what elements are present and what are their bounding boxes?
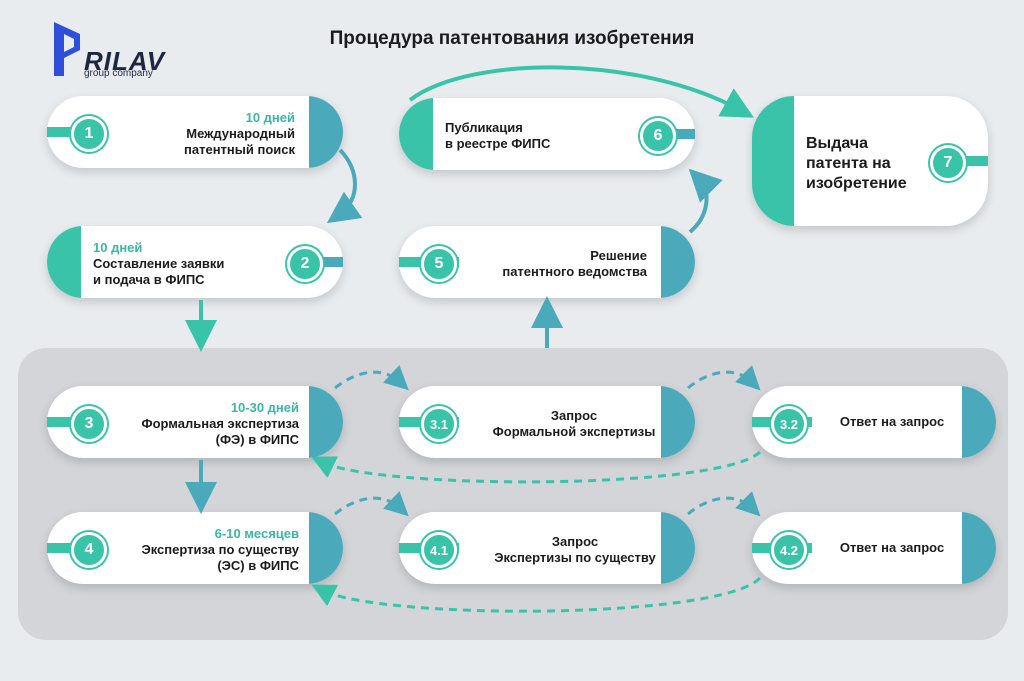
step-4-2-line1: Ответ на запрос: [839, 540, 945, 555]
step-1-card: 10 дней Международный патентный поиск: [47, 96, 343, 168]
step-3-1-accent: [661, 386, 695, 458]
step-4-2-accent: [962, 512, 996, 584]
step-1-line2: патентный поиск: [184, 142, 295, 157]
step-3-badge: 3: [71, 406, 107, 442]
step-2-badge: 2: [287, 246, 323, 282]
step-3-2-accent: [962, 386, 996, 458]
step-7-line1: Выдача: [806, 135, 869, 152]
step-1-accent: [309, 96, 343, 168]
step-6-text: Публикация в реестре ФИПС: [445, 120, 550, 152]
step-3-line1: Формальная экспертиза: [141, 416, 300, 431]
step-1-badge: 1: [71, 116, 107, 152]
step-5-line1: Решение: [590, 248, 647, 263]
step-5-badge: 5: [421, 246, 457, 282]
step-4-2-text: Ответ на запрос: [832, 540, 952, 556]
step-2-accent: [47, 226, 81, 298]
step-4-accent: [309, 512, 343, 584]
step-4-1-line2: Экспертизы по существу: [494, 550, 656, 565]
step-4-1-line1: Запрос: [551, 534, 599, 549]
step-2-line1: Составление заявки: [93, 256, 225, 271]
step-2-line2: и подача в ФИПС: [93, 272, 205, 287]
step-3-text: 10-30 дней Формальная экспертиза (ФЭ) в …: [142, 400, 300, 448]
step-6-accent: [399, 98, 433, 170]
step-3-2-card: Ответ на запрос: [752, 386, 996, 458]
step-7-accent: [752, 96, 794, 226]
page-title: Процедура патентования изобретения: [329, 28, 695, 49]
logo-subtitle: group company: [84, 68, 153, 79]
logo-name: RILAV: [84, 46, 166, 76]
step-1-text: 10 дней Международный патентный поиск: [184, 110, 295, 158]
step-7-badge: 7: [930, 145, 966, 181]
step-4-badge: 4: [71, 532, 107, 568]
step-3-accent: [309, 386, 343, 458]
step-7-text: Выдача патента на изобретение: [806, 134, 907, 194]
step-2-text: 10 дней Составление заявки и подача в ФИ…: [93, 240, 224, 288]
step-1-line1: Международный: [186, 126, 295, 141]
step-3-1-line1: Запрос: [550, 408, 598, 423]
company-logo: [50, 20, 180, 80]
step-4-1-text: Запрос Экспертизы по существу: [485, 534, 665, 566]
step-1-duration: 10 дней: [245, 110, 295, 125]
step-4-2-badge: 4.2: [771, 532, 807, 568]
step-6-line2: в реестре ФИПС: [445, 136, 551, 151]
step-4-line1: Экспертиза по существу: [141, 542, 299, 557]
step-7-line2: патента на: [806, 155, 891, 172]
step-3-1-line2: Формальной экспертизы: [492, 424, 656, 439]
step-5-line2: патентного ведомства: [502, 264, 647, 279]
step-4-duration: 6-10 месяцев: [214, 526, 299, 541]
step-6-line1: Публикация: [445, 120, 523, 135]
step-6-badge: 6: [640, 118, 676, 154]
step-4-1-accent: [661, 512, 695, 584]
step-7-card: Выдача патента на изобретение: [752, 96, 988, 226]
step-3-duration: 10-30 дней: [230, 400, 299, 415]
step-3-2-text: Ответ на запрос: [832, 414, 952, 430]
step-3-line2: (ФЭ) в ФИПС: [215, 432, 299, 447]
step-5-text: Решение патентного ведомства: [502, 248, 647, 280]
step-2-duration: 10 дней: [93, 240, 143, 255]
step-4-line2: (ЭС) в ФИПС: [217, 558, 299, 573]
logo-mark-icon: [54, 22, 80, 76]
step-3-2-line1: Ответ на запрос: [839, 414, 945, 429]
step-3-2-badge: 3.2: [771, 406, 807, 442]
step-5-accent: [661, 226, 695, 298]
step-7-line3: изобретение: [806, 175, 907, 192]
arrow-5-to-6: [688, 168, 723, 234]
step-3-1-badge: 3.1: [421, 406, 457, 442]
step-3-1-text: Запрос Формальной экспертизы: [489, 408, 659, 440]
step-5-card: Решение патентного ведомства: [399, 226, 695, 298]
step-4-1-badge: 4.1: [421, 532, 457, 568]
step-4-text: 6-10 месяцев Экспертиза по существу (ЭС)…: [141, 526, 299, 574]
